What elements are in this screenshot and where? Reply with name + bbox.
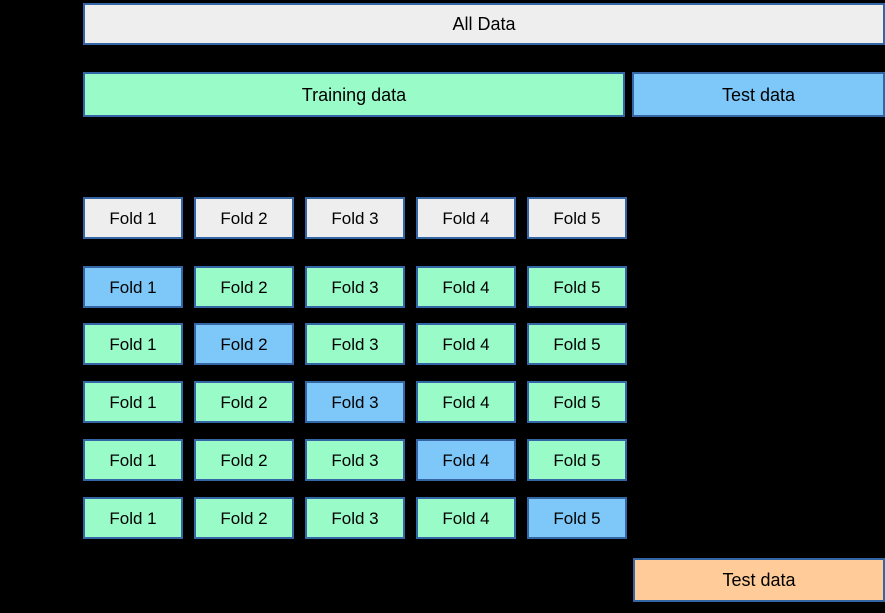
fold-cell: Fold 3 [305,323,405,365]
fold-cell: Fold 2 [194,439,294,481]
fold-cell: Fold 4 [416,266,516,308]
fold-cell: Fold 1 [83,197,183,239]
fold-cell: Fold 5 [527,439,627,481]
fold-cell: Fold 3 [305,439,405,481]
fold-cell: Fold 1 [83,323,183,365]
fold-cell: Fold 5 [527,266,627,308]
cv-split-row-1: Fold 1 Fold 2 Fold 3 Fold 4 Fold 5 [83,266,627,308]
fold-cell: Fold 2 [194,381,294,423]
fold-header-row: Fold 1 Fold 2 Fold 3 Fold 4 Fold 5 [83,197,627,239]
fold-cell: Fold 1 [83,439,183,481]
all-data-box: All Data [83,3,885,45]
fold-cell: Fold 2 [194,497,294,539]
training-data-label: Training data [301,84,407,105]
fold-cell: Fold 3 [305,497,405,539]
fold-cell: Fold 2 [194,197,294,239]
final-test-data-label: Test data [722,570,796,590]
cv-split-row-3: Fold 1 Fold 2 Fold 3 Fold 4 Fold 5 [83,381,627,423]
fold-cell: Fold 3 [305,266,405,308]
fold-cell: Fold 3 [305,381,405,423]
fold-cell: Fold 3 [305,197,405,239]
fold-cell: Fold 5 [527,497,627,539]
all-data-label: All Data [452,14,516,34]
fold-cell: Fold 4 [416,197,516,239]
fold-cell: Fold 1 [83,497,183,539]
fold-cell: Fold 2 [194,266,294,308]
test-data-label: Test data [721,84,796,105]
fold-cell: Fold 4 [416,381,516,423]
test-data-box: Test data [632,72,885,117]
fold-cell: Fold 4 [416,323,516,365]
fold-cell: Fold 1 [83,381,183,423]
fold-cell: Fold 5 [527,197,627,239]
cv-split-row-5: Fold 1 Fold 2 Fold 3 Fold 4 Fold 5 [83,497,627,539]
final-test-data-box: Test data [633,558,885,602]
fold-cell: Fold 5 [527,381,627,423]
fold-cell: Fold 5 [527,323,627,365]
fold-cell: Fold 2 [194,323,294,365]
training-data-box: Training data [83,72,625,117]
cv-split-row-4: Fold 1 Fold 2 Fold 3 Fold 4 Fold 5 [83,439,627,481]
fold-cell: Fold 1 [83,266,183,308]
cv-split-row-2: Fold 1 Fold 2 Fold 3 Fold 4 Fold 5 [83,323,627,365]
fold-cell: Fold 4 [416,439,516,481]
fold-cell: Fold 4 [416,497,516,539]
